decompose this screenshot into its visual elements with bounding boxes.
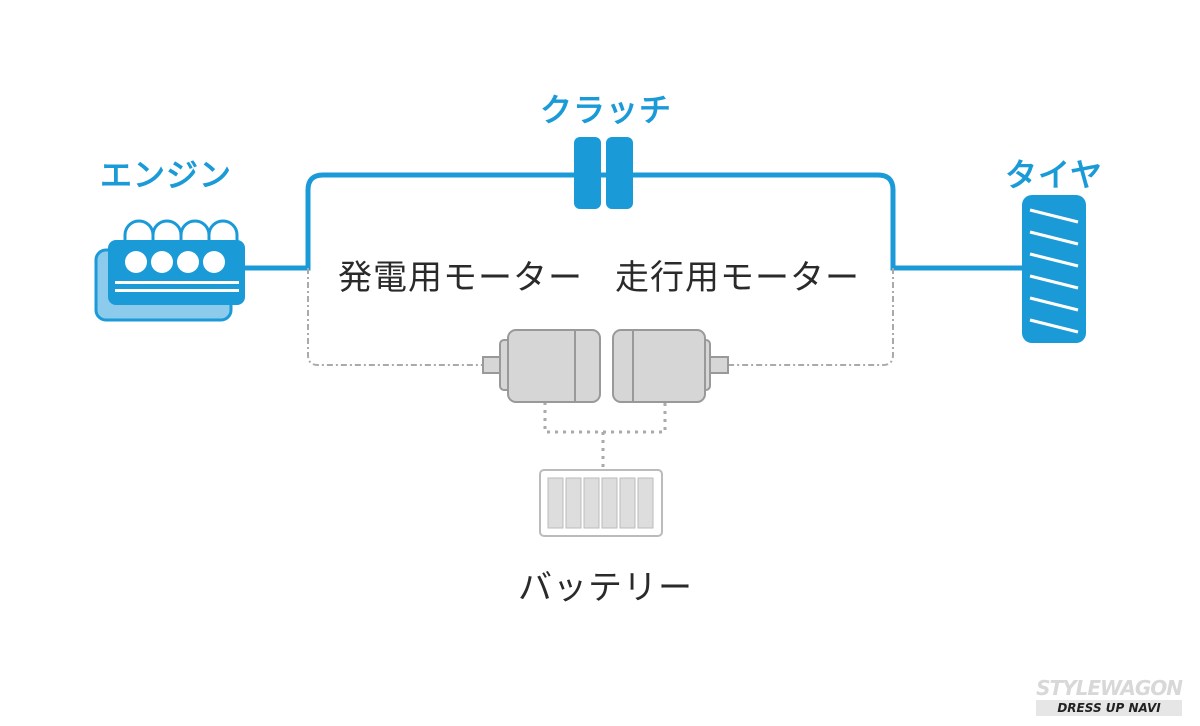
tire-icon — [1022, 195, 1086, 343]
battery-label: バッテリー — [518, 568, 693, 608]
battery-icon — [539, 469, 663, 537]
watermark-line1: STYLEWAGON — [1036, 676, 1183, 700]
electrical-link-right — [728, 268, 894, 366]
watermark-logo: STYLEWAGON DRESS UP NAVI — [1036, 676, 1183, 716]
engine-icon — [94, 219, 245, 322]
engine-label: エンジン — [100, 156, 233, 194]
electrical-link-left — [307, 268, 483, 366]
drive-motor-label: 走行用モーター — [615, 258, 860, 298]
generator-motor-icon — [482, 329, 601, 403]
clutch-icon — [574, 137, 633, 209]
drive-motor-icon — [612, 329, 729, 403]
battery-link — [543, 402, 667, 470]
clutch-label: クラッチ — [540, 91, 673, 129]
generator-motor-label: 発電用モーター — [338, 258, 583, 298]
tire-label: タイヤ — [1005, 156, 1104, 194]
watermark-line2: DRESS UP NAVI — [1036, 700, 1182, 716]
